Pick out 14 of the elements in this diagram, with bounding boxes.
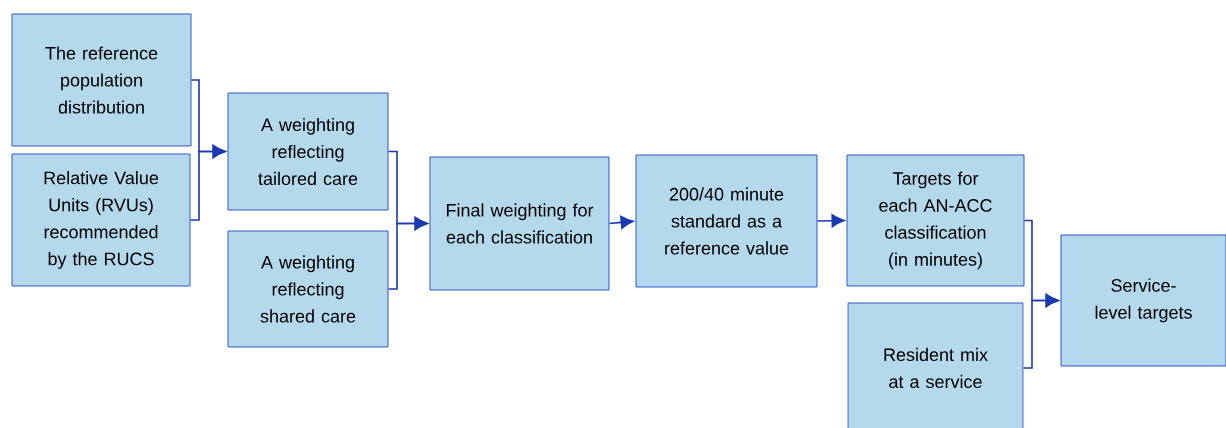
arrow xyxy=(1022,293,1059,369)
process-box: A weighting reflecting shared care xyxy=(227,230,389,348)
process-box: Targets for each AN-ACC classification (in minutes) xyxy=(846,154,1025,287)
process-box: The reference population distribution xyxy=(11,13,192,147)
arrow xyxy=(816,214,845,228)
process-box: Final weighting for each classification xyxy=(429,156,610,291)
process-box: A weighting reflecting tailored care xyxy=(227,92,389,211)
arrow xyxy=(608,215,634,229)
process-box: Resident mix at a service xyxy=(847,302,1024,428)
process-box: 200/40 minute standard as a reference value xyxy=(635,154,818,288)
process-box: Service-level targets xyxy=(1060,234,1226,367)
process-box: Relative Value Units (RVUs) recommended by the RUCS xyxy=(11,153,191,287)
arrow xyxy=(387,216,428,290)
arrow xyxy=(189,144,226,221)
